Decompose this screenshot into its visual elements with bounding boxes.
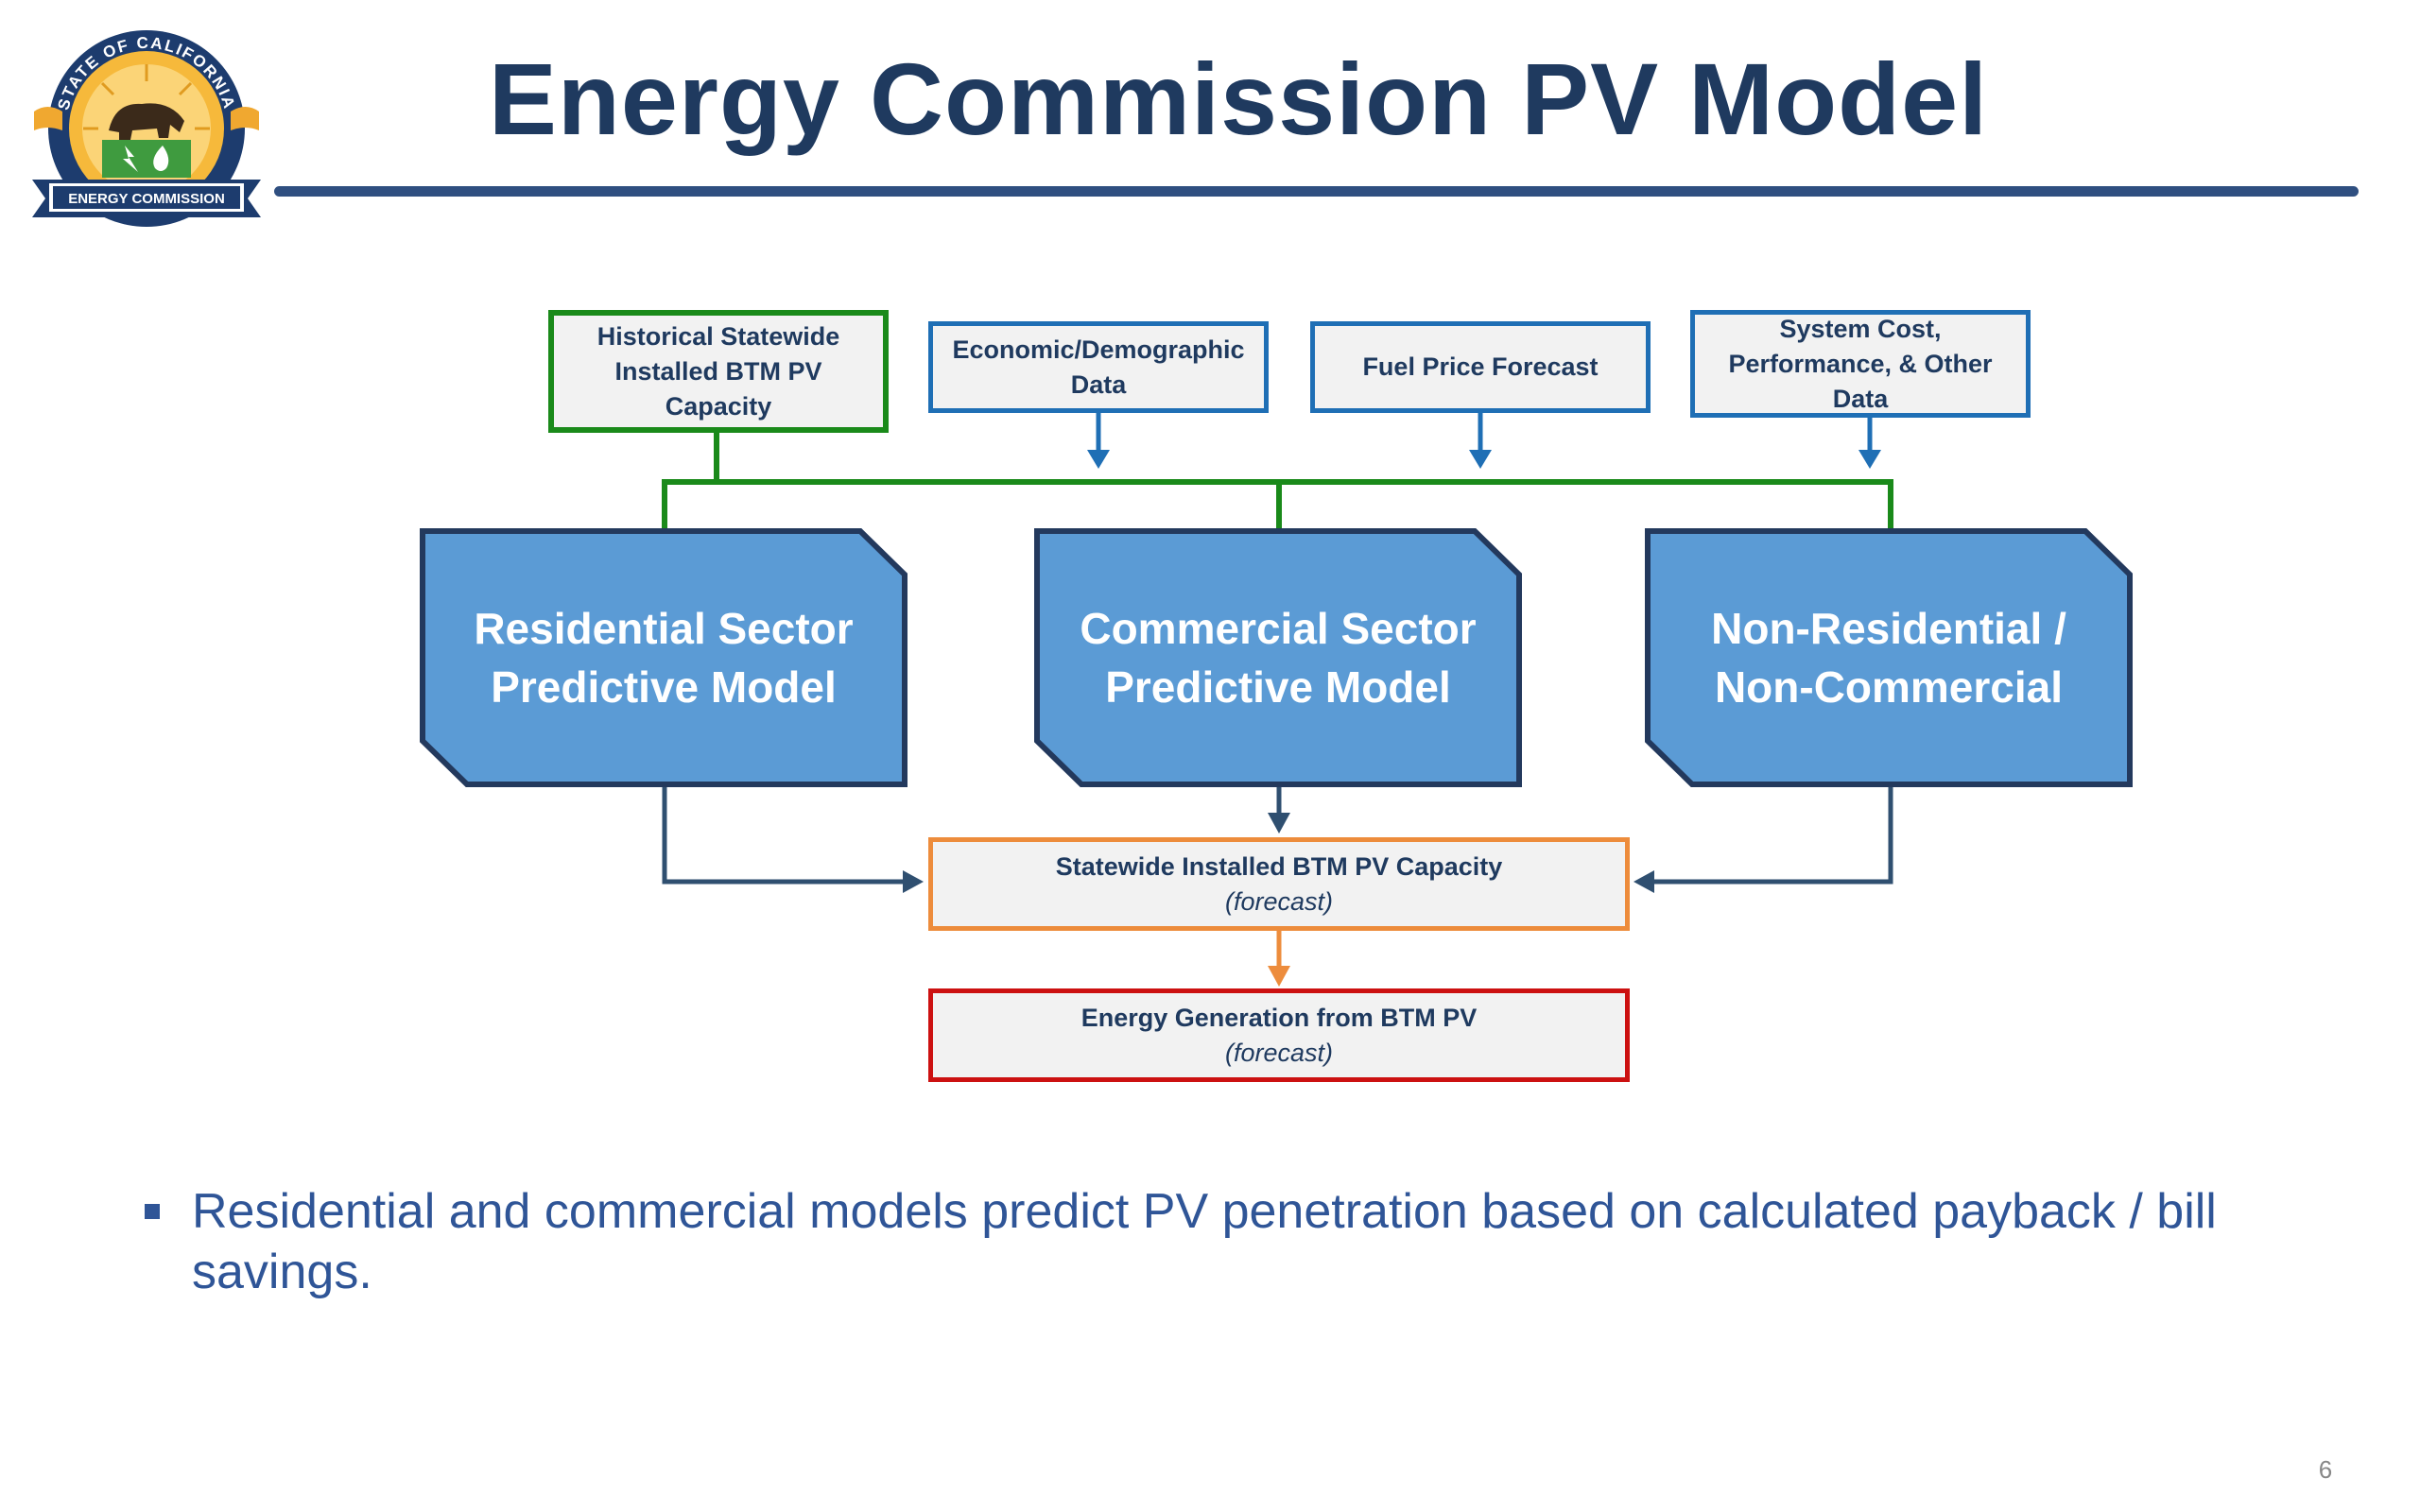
page-number: 6 [2318, 1455, 2333, 1484]
seal-right-ribbon [231, 107, 259, 130]
sun-rays [83, 64, 210, 130]
nonresidential-model-line2: Non-Commercial [1714, 662, 2064, 712]
output-installed-capacity: Statewide Installed BTM PV Capacity (for… [928, 837, 1630, 931]
california-energy-commission-seal: ENERGY COMMISSION STATE OF CALIFORNIA [32, 30, 261, 227]
residential-model-line1: Residential Sector [474, 604, 854, 653]
commercial-model: Commercial Sector Predictive Model [1037, 531, 1519, 784]
model-output-arrowheads [903, 813, 1654, 893]
bullet-marker [145, 1204, 160, 1219]
input-fuel-price-label: Fuel Price Forecast [1362, 352, 1599, 381]
lightning-icon [123, 146, 138, 172]
title-underline [274, 186, 2359, 197]
input-fuel-price: Fuel Price Forecast [1310, 321, 1651, 413]
model-output-connectors [662, 787, 1893, 885]
output-energy-generation-note: (forecast) [1224, 1038, 1334, 1067]
output-installed-capacity-label: Statewide Installed BTM PV Capacity [1055, 851, 1503, 881]
green-input-bus [662, 432, 1893, 531]
output-energy-generation-label: Energy Generation from BTM PV [1080, 1003, 1478, 1032]
seal-green-field [102, 140, 191, 178]
input-historical-capacity: Historical Statewide Installed BTM PV Ca… [548, 310, 889, 433]
nonresidential-model-shape [1645, 528, 2133, 787]
output-installed-capacity-note: (forecast) [1224, 886, 1334, 916]
input-historical-capacity-label: Historical Statewide Installed BTM PV Ca… [596, 321, 840, 421]
bullet-text: Residential and commercial models predic… [192, 1184, 2217, 1299]
slide-title: Energy Commission PV Model [488, 42, 1989, 156]
output-energy-generation: Energy Generation from BTM PV (forecast) [928, 988, 1630, 1082]
residential-model: Residential Sector Predictive Model [423, 531, 905, 784]
nonresidential-model: Non-Residential / Non-Commercial [1648, 531, 2130, 784]
commercial-model-line1: Commercial Sector [1080, 604, 1477, 653]
residential-model-shape [420, 528, 908, 787]
water-drop-icon [153, 146, 169, 171]
orange-arrowhead [1268, 966, 1290, 987]
commercial-model-line2: Predictive Model [1105, 662, 1451, 712]
input-economic-demographic-label: Economic/Demographic Data [952, 335, 1245, 399]
seal-banner-center [53, 186, 240, 209]
input-economic-demographic: Economic/Demographic Data [928, 321, 1269, 413]
bear-icon [109, 103, 184, 140]
bullet-item: Residential and commercial models predic… [145, 1181, 2340, 1302]
residential-model-line2: Predictive Model [491, 662, 837, 712]
nonresidential-model-line1: Non-Residential / [1711, 604, 2066, 653]
input-system-cost: System Cost, Performance, & Other Data [1690, 310, 2031, 418]
input-arrows [1087, 413, 1881, 469]
seal-banner-text: ENERGY COMMISSION [68, 191, 225, 207]
seal-left-ribbon [34, 107, 62, 130]
commercial-model-shape [1034, 528, 1522, 787]
input-system-cost-label: System Cost, Performance, & Other Data [1728, 314, 1993, 413]
